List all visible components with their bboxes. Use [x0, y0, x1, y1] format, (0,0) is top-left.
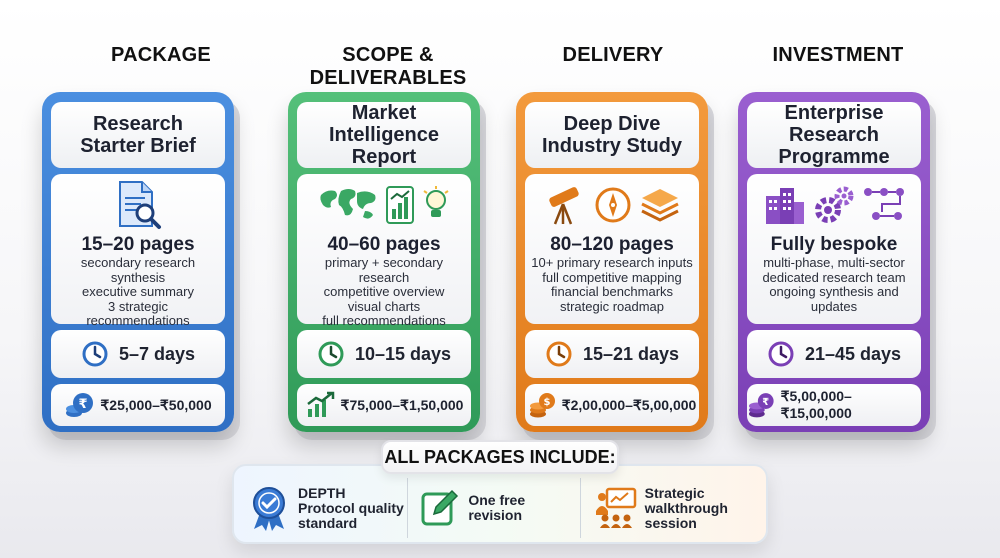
delivery-days: 5–7 days	[118, 343, 196, 364]
svg-text:₹: ₹	[79, 397, 88, 412]
clock-icon	[82, 341, 108, 367]
title-line-2: Report	[351, 146, 417, 168]
delivery-box: 10–15 days	[297, 330, 471, 378]
chart-report-icon	[386, 186, 414, 224]
delivery-box: 5–7 days	[51, 330, 225, 378]
title-line-2: Programme	[778, 146, 890, 168]
scope-line: secondary research synthesis	[80, 255, 196, 285]
price-range: ₹2,00,000–₹5,00,000	[561, 396, 697, 413]
quality-badge-icon	[253, 487, 285, 531]
package-scope: Fully bespoke multi-phase, multi-sector …	[747, 174, 921, 324]
scope-line: executive summary	[82, 284, 194, 299]
title-line-1: Enterprise Research	[784, 102, 884, 146]
clock-icon	[546, 341, 572, 367]
compass-icon	[595, 187, 631, 223]
includes-panel: DEPTH Protocol quality standard One free…	[232, 464, 768, 544]
growth-chart-icon	[306, 391, 334, 417]
presentation-icon	[595, 487, 636, 528]
coin-stack-icon: ₹	[748, 393, 774, 418]
page-count: 15–20 pages	[81, 234, 195, 255]
delivery-days: 15–21 days	[582, 343, 680, 364]
scope-line: visual charts	[347, 298, 421, 314]
includes-label: ALL PACKAGES INCLUDE:	[381, 440, 619, 474]
scope-line: multi-phase, multi-sector	[763, 255, 905, 270]
header-package: PACKAGE	[111, 44, 211, 66]
price-box: ₹75,000–₹1,50,000	[297, 384, 471, 426]
page-count: Fully bespoke	[770, 234, 898, 255]
scope-line: strategic roadmap	[559, 298, 665, 314]
include-text: DEPTH	[298, 484, 346, 501]
price-range: ₹25,000–₹50,000	[100, 396, 212, 413]
scope-line: ongoing synthesis and updates	[769, 284, 899, 314]
include-item-walkthrough: Strategic walkthrough session	[579, 478, 752, 538]
delivery-days: 21–45 days	[804, 343, 902, 364]
include-text: standard	[298, 514, 358, 531]
package-scope: 80–120 pages 10+ primary research inputs…	[525, 174, 699, 324]
scope-line: primary + secondary research	[324, 255, 444, 285]
gears-icon	[815, 186, 854, 223]
scope-line: competitive overview	[323, 284, 445, 299]
lightbulb-icon	[423, 186, 449, 217]
include-item-quality: DEPTH Protocol quality standard	[248, 478, 407, 538]
price-range: ₹75,000–₹1,50,000	[340, 396, 464, 413]
include-text: Strategic	[644, 484, 705, 501]
world-map-icon	[320, 189, 376, 219]
include-text: One free	[468, 492, 526, 508]
package-scope: 15–20 pages secondary research synthesis…	[51, 174, 225, 328]
clock-icon	[318, 341, 344, 367]
package-scope: 40–60 pages primary + secondary research…	[297, 174, 471, 328]
title-line-2: Starter Brief	[80, 135, 196, 157]
price-box: ₹ ₹25,000–₹50,000	[51, 384, 225, 426]
page-count: 80–120 pages	[550, 234, 674, 255]
rupee-coin-icon: ₹	[66, 393, 94, 417]
delivery-days: 10–15 days	[354, 343, 452, 364]
price-box: $ ₹2,00,000–₹5,00,000	[525, 384, 699, 426]
title-line-1: Research	[92, 113, 184, 135]
header-investment: INVESTMENT	[772, 44, 904, 66]
clock-icon	[768, 341, 794, 367]
svg-text:$: $	[543, 397, 550, 408]
layers-icon	[641, 189, 679, 222]
network-flow-icon	[864, 188, 904, 220]
scope-line: 3 strategic recommendations	[86, 298, 190, 328]
page-count: 40–60 pages	[327, 234, 441, 255]
scope-line: financial benchmarks	[550, 284, 674, 299]
include-text: Protocol quality	[298, 499, 404, 516]
document-search-icon	[119, 181, 161, 229]
title-line-2: Industry Study	[541, 135, 682, 157]
title-line-1: Deep Dive	[563, 113, 661, 135]
telescope-icon	[549, 187, 579, 225]
price-range: ₹5,00,000–₹15,00,000	[780, 388, 852, 421]
include-text: walkthrough	[644, 499, 728, 516]
coin-stack-icon: $	[529, 393, 555, 418]
delivery-box: 15–21 days	[525, 330, 699, 378]
scope-line: full recommendations	[322, 313, 446, 328]
edit-icon	[421, 489, 459, 526]
scope-line: 10+ primary research inputs	[531, 255, 693, 270]
title-line-1: Market Intelligence	[328, 102, 440, 146]
include-text: session	[644, 514, 697, 531]
scope-line: dedicated research team	[762, 269, 906, 285]
scope-line: full competitive mapping	[542, 269, 682, 285]
delivery-box: 21–45 days	[747, 330, 921, 378]
header-delivery: DELIVERY	[562, 44, 664, 66]
include-text: revision	[468, 507, 523, 523]
svg-text:₹: ₹	[762, 397, 769, 408]
price-box: ₹ ₹5,00,000–₹15,00,000	[747, 384, 921, 426]
include-item-revision: One free revision	[407, 478, 579, 538]
buildings-icon	[766, 188, 804, 224]
header-scope: SCOPE & DELIVERABLES	[309, 44, 467, 89]
